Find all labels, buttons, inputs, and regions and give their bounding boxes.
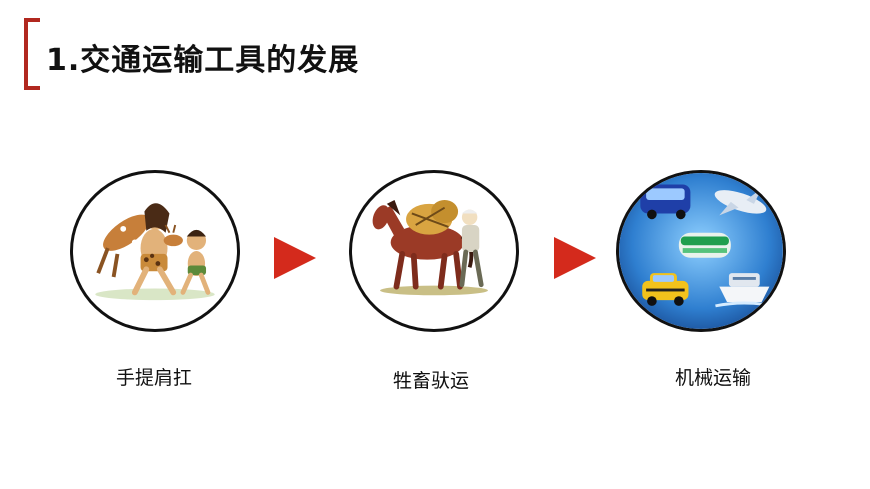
stage-image-animal [349, 170, 519, 332]
modern-vehicles-illustration [619, 173, 783, 329]
stage-image-mechanical [616, 170, 786, 332]
stage-label-mechanical: 机械运输 [674, 367, 751, 389]
arrow-right-icon [554, 237, 596, 279]
primitive-people-carrying-illustration [95, 203, 215, 301]
stage-image-carrying [70, 170, 240, 332]
slide-title: 1.交通运输工具的发展 [46, 43, 360, 78]
horse-pack-transport-illustration [372, 199, 488, 296]
title-bracket-decoration [24, 18, 40, 90]
arrow-right-icon [274, 237, 316, 279]
stage-label-animal: 牲畜驮运 [392, 370, 469, 392]
stage-label-carrying: 手提肩扛 [115, 367, 192, 389]
